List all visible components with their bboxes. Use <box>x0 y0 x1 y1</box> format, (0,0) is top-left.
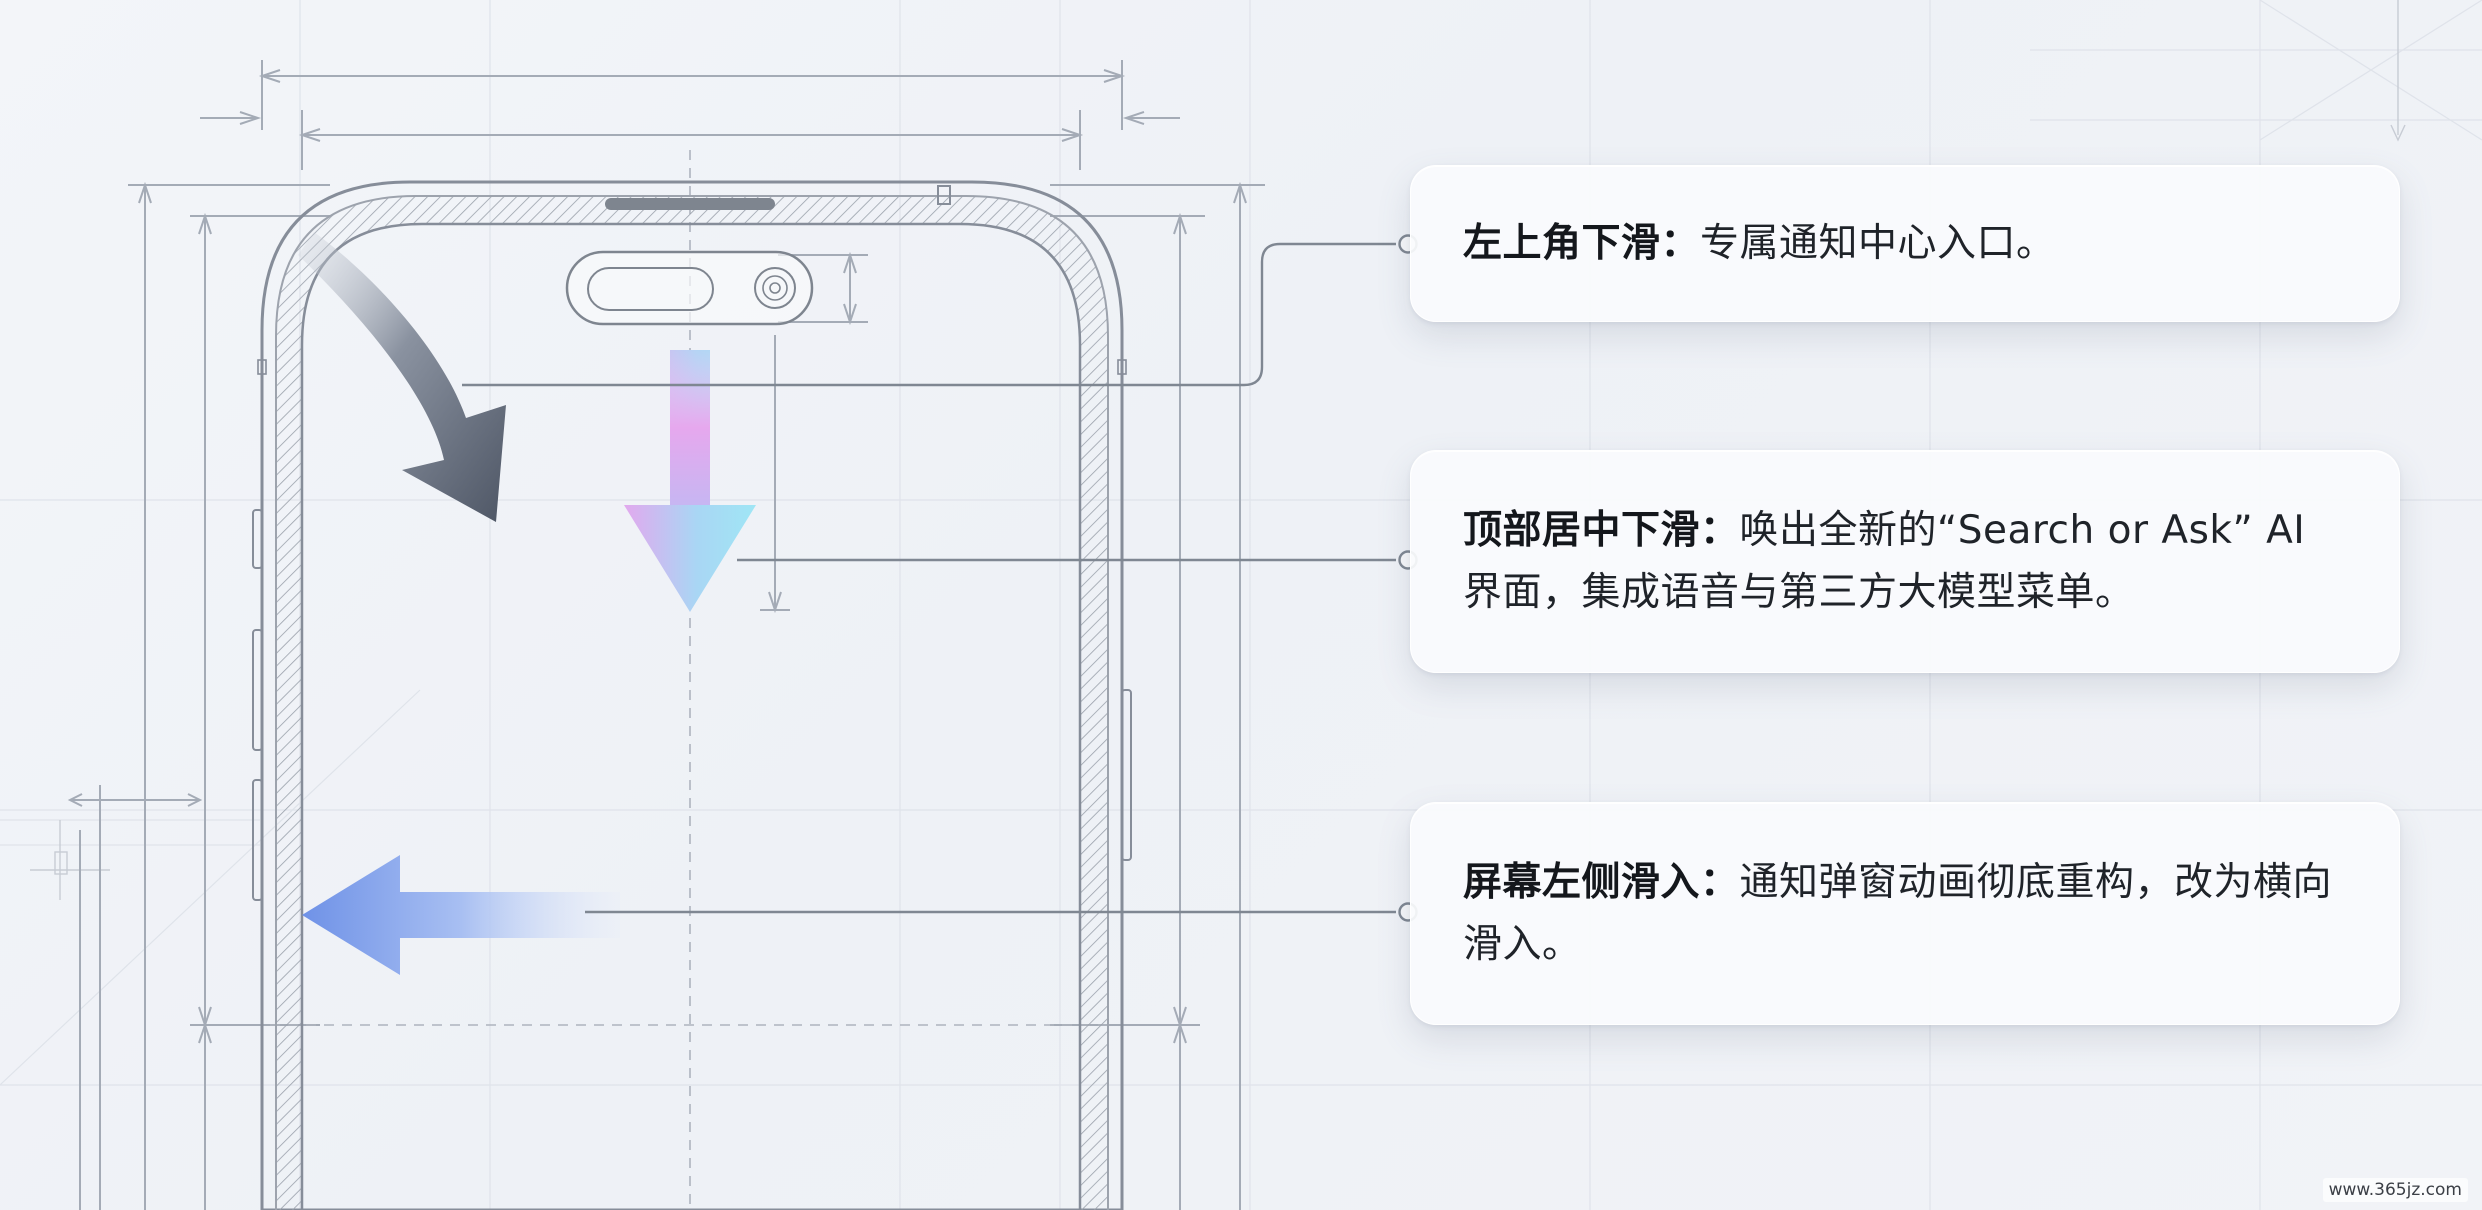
callout-body: 通知弹窗动画彻底重构，改为横向滑入。 <box>1463 859 2333 967</box>
callout-text: 顶部居中下滑：唤出全新的“Search or Ask” AI 界面，集成语音与第… <box>1463 500 2343 624</box>
callout-text: 屏幕左侧滑入：通知弹窗动画彻底重构，改为横向滑入。 <box>1463 852 2343 976</box>
center-lines <box>270 150 1115 1210</box>
callout-body: 唤出全新的“Search or Ask” AI 界面，集成语音与第三方大模型菜单… <box>1463 507 2306 615</box>
callout-card-top-center: 顶部居中下滑：唤出全新的“Search or Ask” AI 界面，集成语音与第… <box>1410 450 2400 673</box>
callout-title: 左上角下滑： <box>1463 220 1701 266</box>
leader-lines <box>462 242 1396 914</box>
watermark: www.365jz.com <box>2322 1178 2468 1202</box>
callout-card-top-left: 左上角下滑：专属通知中心入口。 <box>1410 165 2400 322</box>
callout-card-left-edge: 屏幕左侧滑入：通知弹窗动画彻底重构，改为横向滑入。 <box>1410 802 2400 1025</box>
callout-body: 专属通知中心入口。 <box>1700 220 2056 266</box>
dimension-lines <box>67 60 1265 1210</box>
dynamic-island <box>565 250 814 326</box>
arrow-top-center-swipe <box>624 350 756 612</box>
arrow-top-left-swipe <box>298 232 506 522</box>
callout-title: 顶部居中下滑： <box>1463 507 1740 553</box>
corner-marks <box>30 0 2406 900</box>
callout-text: 左上角下滑：专属通知中心入口。 <box>1463 213 2056 275</box>
phone-frame <box>252 180 1132 1210</box>
camera-icon <box>754 267 796 309</box>
callout-title: 屏幕左侧滑入： <box>1463 859 1740 905</box>
arrow-left-swipe <box>302 855 620 975</box>
